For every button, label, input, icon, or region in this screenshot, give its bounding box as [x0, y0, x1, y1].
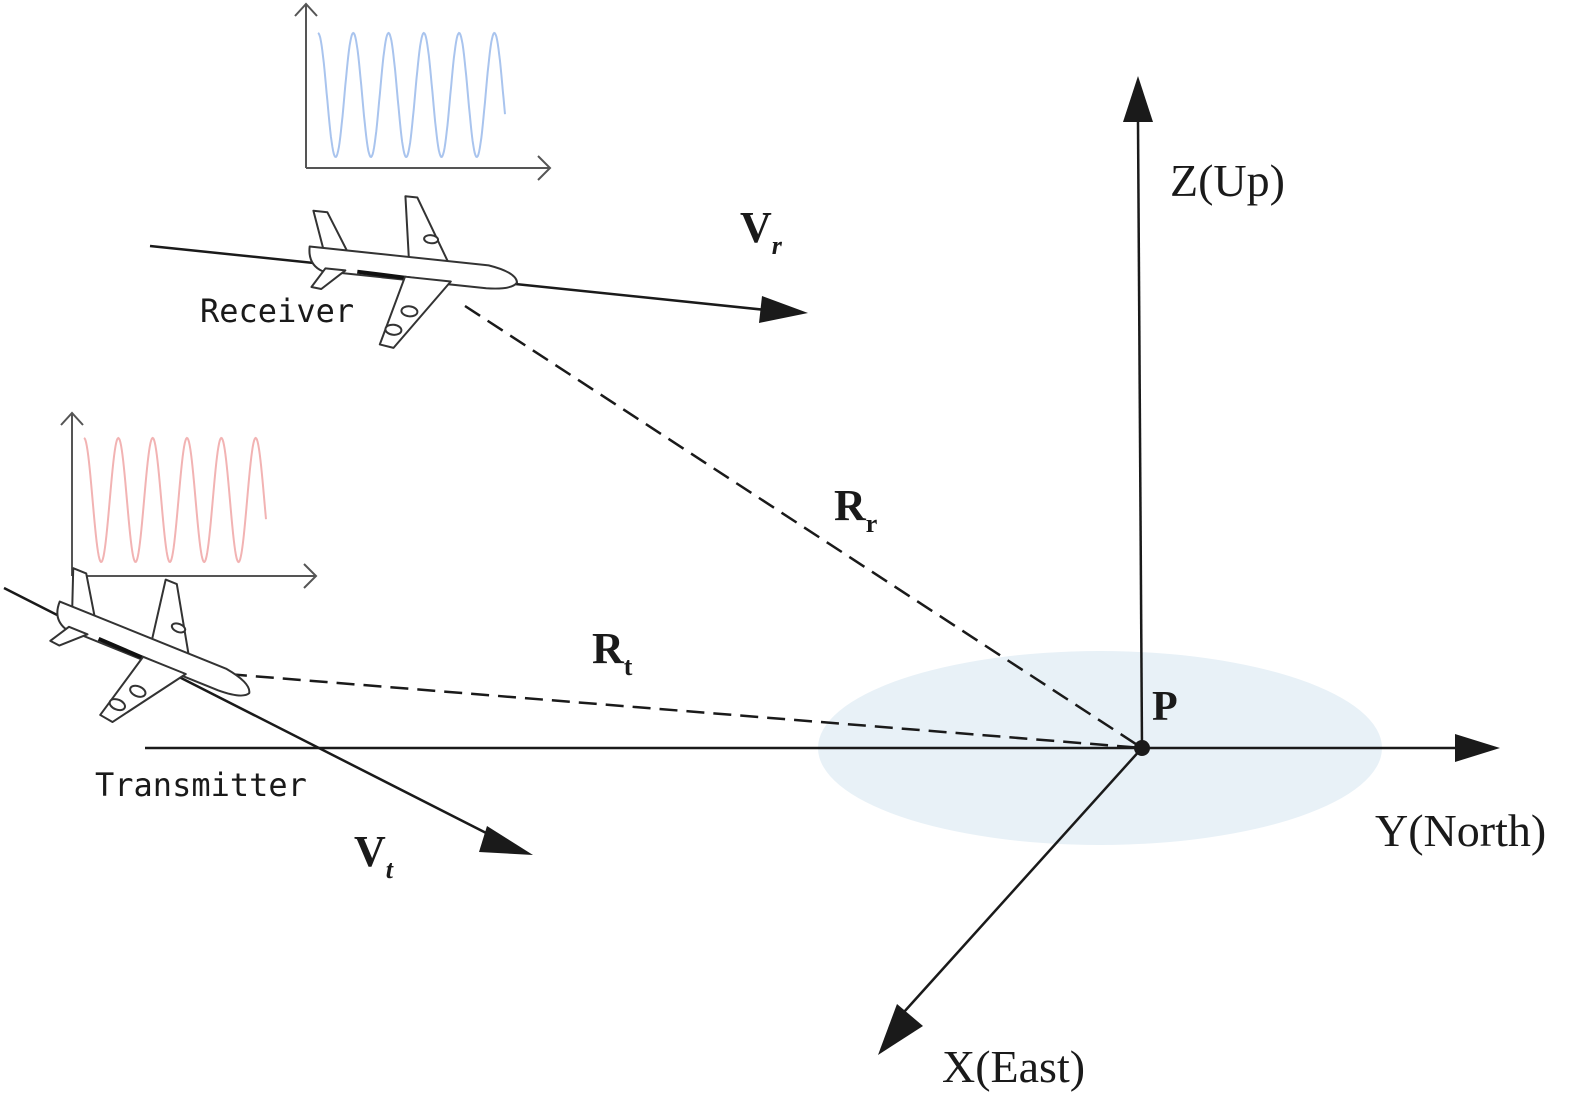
coordinate-axes	[145, 76, 1500, 1055]
z-axis-label: Z(Up)	[1170, 155, 1285, 206]
y-axis-label: Y(North)	[1375, 805, 1546, 856]
receiver-label: Receiver	[200, 292, 354, 330]
transmitter-waveform-axes	[60, 411, 318, 589]
x-axis-line	[903, 747, 1143, 1013]
transmitter-label: Transmitter	[95, 766, 307, 804]
z-axis-arrowhead	[1123, 76, 1153, 122]
receiver-velocity-label: Vr	[740, 203, 783, 260]
origin-label-p: P	[1152, 684, 1178, 730]
receiver-range-line	[464, 304, 1143, 750]
transmitter-aircraft-icon	[49, 567, 251, 724]
transmitter-waveform-plot	[60, 411, 318, 589]
transmitter-waveform-signal	[83, 436, 267, 564]
receiver-range-label: Rr	[834, 481, 877, 538]
transmitter-range-label: Rt	[592, 624, 633, 681]
receiver-waveform-signal	[317, 31, 506, 159]
transmitter-velocity-arrowhead	[479, 826, 533, 855]
x-axis-arrowhead	[878, 1004, 923, 1055]
x-axis-label: X(East)	[942, 1041, 1085, 1092]
receiver-waveform-plot	[294, 2, 552, 181]
receiver-aircraft-icon	[308, 195, 519, 349]
receiver-velocity-arrowhead	[759, 296, 808, 323]
y-axis-arrowhead	[1455, 734, 1500, 762]
transmitter-range-line	[201, 670, 1143, 750]
origin-point-p	[1134, 740, 1150, 756]
transmitter-velocity-label: Vt	[354, 827, 394, 884]
receiver-waveform-axes	[294, 2, 552, 181]
z-axis-line	[1136, 121, 1144, 749]
